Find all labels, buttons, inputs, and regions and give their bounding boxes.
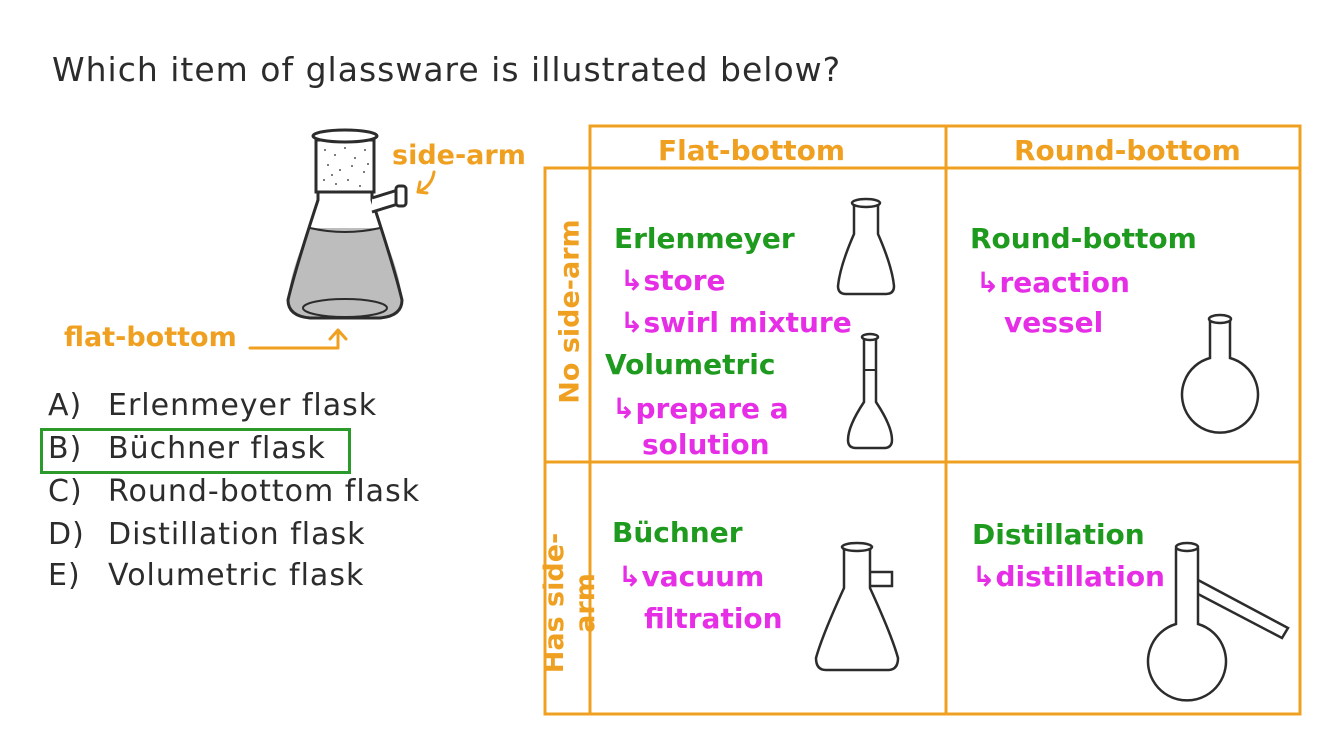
use-text: filtration bbox=[644, 602, 783, 635]
flask-name-round-bottom: Round-bottom bbox=[970, 222, 1197, 255]
side-arm-arrow-icon bbox=[416, 170, 436, 195]
option-text: Distillation flask bbox=[108, 517, 366, 552]
use-text: vessel bbox=[1004, 306, 1104, 339]
column-header-round-bottom: Round-bottom bbox=[1014, 134, 1241, 167]
option-text: Büchner flask bbox=[108, 431, 326, 466]
distillation-flask-icon bbox=[1146, 541, 1290, 702]
option-c[interactable]: C) Round-bottom flask bbox=[48, 474, 420, 509]
question-text: Which item of glassware is illustrated b… bbox=[52, 50, 842, 89]
flat-bottom-arrow-icon bbox=[248, 328, 348, 350]
option-a[interactable]: A) Erlenmeyer flask bbox=[48, 388, 377, 423]
option-letter: D) bbox=[48, 517, 85, 552]
option-text: Volumetric flask bbox=[108, 558, 365, 593]
buchner-flask-illustration bbox=[286, 128, 408, 320]
side-arm-label: side-arm bbox=[392, 140, 526, 171]
option-letter: C) bbox=[48, 474, 83, 509]
row-header-no-side-arm: No side-arm bbox=[554, 219, 586, 404]
use-text: solution bbox=[642, 428, 770, 461]
selected-answer-box bbox=[40, 428, 351, 474]
flask-name-volumetric: Volumetric bbox=[605, 348, 776, 381]
option-e[interactable]: E) Volumetric flask bbox=[48, 558, 364, 593]
row-header-has-side-arm: Has side-arm bbox=[539, 532, 601, 674]
round-bottom-flask-icon bbox=[1180, 313, 1260, 434]
column-header-flat-bottom: Flat-bottom bbox=[658, 134, 846, 167]
use-text: ↳swirl mixture bbox=[620, 306, 852, 339]
option-text: Erlenmeyer flask bbox=[108, 388, 378, 423]
use-text: ↳reaction bbox=[976, 266, 1130, 299]
option-letter: B) bbox=[48, 431, 83, 466]
use-text: ↳store bbox=[620, 264, 726, 297]
flask-name-distillation: Distillation bbox=[972, 518, 1145, 551]
volumetric-flask-icon bbox=[846, 332, 894, 450]
option-text: Round-bottom flask bbox=[108, 474, 421, 509]
option-d[interactable]: D) Distillation flask bbox=[48, 517, 366, 552]
use-text: ↳distillation bbox=[972, 560, 1165, 593]
use-text: ↳prepare a bbox=[612, 392, 789, 425]
flask-name-buchner: Büchner bbox=[612, 516, 743, 549]
flask-name-erlenmeyer: Erlenmeyer bbox=[614, 222, 795, 255]
use-text: ↳vacuum bbox=[618, 560, 765, 593]
option-letter: A) bbox=[48, 388, 83, 423]
option-letter: E) bbox=[48, 558, 81, 593]
flat-bottom-label: flat-bottom bbox=[64, 322, 237, 353]
option-b[interactable]: B) Büchner flask bbox=[48, 431, 326, 466]
buchner-flask-icon bbox=[814, 541, 900, 672]
erlenmeyer-flask-icon bbox=[836, 197, 896, 296]
